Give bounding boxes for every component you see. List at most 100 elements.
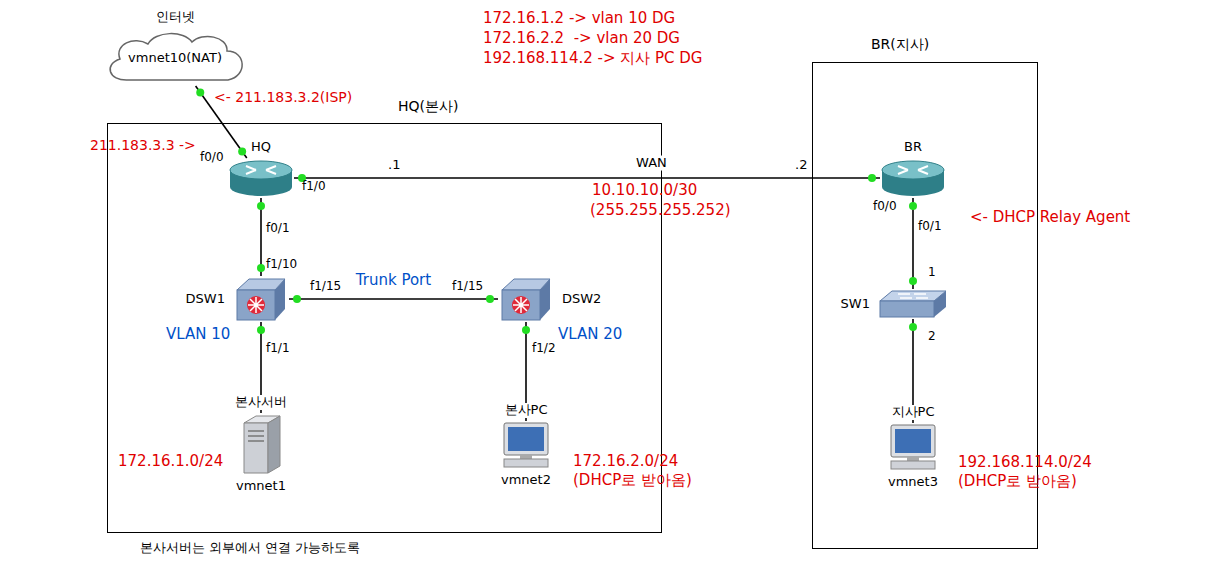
node-title: SW1 — [841, 297, 870, 312]
node-subtitle: vmnet2 — [501, 473, 551, 488]
node-title: DSW1 — [186, 292, 225, 307]
node-title: 인터넷 — [154, 10, 197, 25]
annotation: f1/15 — [452, 280, 483, 294]
annotation: 172.16.2.2 -> vlan 20 DG — [483, 30, 680, 47]
link-line — [912, 198, 914, 289]
annotation: f0/1 — [918, 220, 942, 234]
icon-part — [504, 459, 548, 467]
link-dot — [238, 147, 246, 155]
annotation: (DHCP로 받아옴) — [958, 473, 1077, 490]
icon-part — [880, 301, 934, 317]
annotation: f0/0 — [200, 151, 224, 165]
annotation: 2 — [928, 330, 936, 344]
link-dot — [293, 295, 301, 303]
icon-part — [895, 429, 931, 453]
node-title: HQ — [249, 140, 273, 155]
annotation: (DHCP로 받아옴) — [573, 472, 692, 489]
node-title: 지사PC — [890, 405, 937, 420]
router: BR — [880, 158, 946, 198]
icon-part — [230, 161, 292, 179]
annotation: 172.16.1.0/24 — [118, 453, 223, 470]
icon-part — [244, 423, 268, 473]
l2-switch: SW1 — [878, 289, 948, 319]
annotation: (255.255.255.252) — [590, 202, 731, 219]
annotation: f1/2 — [532, 342, 556, 356]
annotation: 172.16.1.2 -> vlan 10 DG — [483, 10, 675, 27]
node-title: BR — [902, 140, 924, 155]
node-subtitle: vmnet1 — [236, 479, 286, 494]
icon-part — [248, 431, 264, 441]
annotation: 1 — [928, 266, 936, 280]
router-icon — [228, 158, 294, 198]
icon-part — [110, 34, 242, 80]
node-title: 본사PC — [503, 403, 550, 418]
mls-icon — [233, 276, 289, 322]
l3-switch: DSW1 — [233, 276, 289, 322]
annotation: 10.10.10.0/30 — [592, 182, 697, 199]
icon-part — [268, 416, 280, 473]
node-subtitle: vmnet3 — [888, 475, 938, 490]
annotation: 본사서버는 외부에서 연결 가능하도록 — [140, 541, 360, 556]
server: 본사서버vmnet1 — [236, 413, 286, 475]
icon-part — [508, 427, 544, 451]
icon-part — [248, 297, 264, 313]
pc: 지사PCvmnet3 — [885, 423, 941, 471]
link-dot — [909, 277, 917, 285]
annotation: f1/1 — [266, 342, 290, 356]
link-dot — [522, 326, 530, 334]
link-dot — [196, 89, 204, 97]
annotation: 192.168.114.2 -> 지사 PC DG — [483, 50, 703, 67]
router: HQ — [228, 158, 294, 198]
icon-part — [882, 161, 944, 179]
annotation: f1/10 — [266, 258, 297, 272]
annotation: f0/1 — [266, 222, 290, 236]
annotation: VLAN 10 — [166, 326, 230, 343]
server-icon — [236, 413, 286, 475]
icon-part — [246, 166, 276, 174]
icon-part — [934, 291, 946, 317]
icon-part — [891, 425, 935, 457]
l3-switch: DSW2 — [498, 276, 554, 322]
icon-part — [247, 296, 265, 314]
router-icon — [880, 158, 946, 198]
icon-part — [502, 290, 540, 320]
annotation: f1/15 — [310, 280, 341, 294]
icon-part — [275, 279, 285, 320]
annotation: f0/0 — [873, 200, 897, 214]
annotation: 211.183.3.3 -> — [90, 137, 196, 153]
icon-part — [237, 290, 275, 320]
annotation: VLAN 20 — [558, 326, 622, 343]
icon-part — [504, 423, 548, 455]
link-dot — [868, 174, 876, 182]
icon-part — [513, 297, 529, 313]
link-dot — [257, 202, 265, 210]
icon-part — [891, 461, 935, 469]
annotation: f1/0 — [302, 180, 326, 194]
pc-icon — [885, 423, 941, 471]
icon-part — [898, 166, 928, 174]
icon-part — [512, 296, 530, 314]
link-line — [289, 298, 498, 300]
link-label: Trunk Port — [354, 272, 433, 289]
link-dot — [909, 323, 917, 331]
link-line — [294, 177, 880, 179]
node-title: DSW2 — [562, 292, 601, 307]
annotation: .2 — [795, 158, 807, 173]
internet-cloud: 인터넷vmnet10(NAT) — [100, 28, 250, 86]
link-label: WAN — [634, 156, 669, 171]
node-title: HQ(본사) — [398, 98, 458, 114]
annotation: <- 211.183.3.2(ISP) — [214, 89, 352, 105]
link-dot — [909, 202, 917, 210]
link-dot — [257, 264, 265, 272]
annotation: .1 — [388, 158, 400, 173]
node-subtitle: vmnet10(NAT) — [128, 51, 222, 66]
icon-part — [907, 457, 919, 461]
mls-icon — [498, 276, 554, 322]
link-dot — [257, 326, 265, 334]
pc: 본사PCvmnet2 — [498, 421, 554, 469]
annotation: 192.168.114.0/24 — [958, 454, 1092, 471]
icon-part — [540, 279, 550, 320]
node-title: BR(지사) — [871, 36, 929, 52]
